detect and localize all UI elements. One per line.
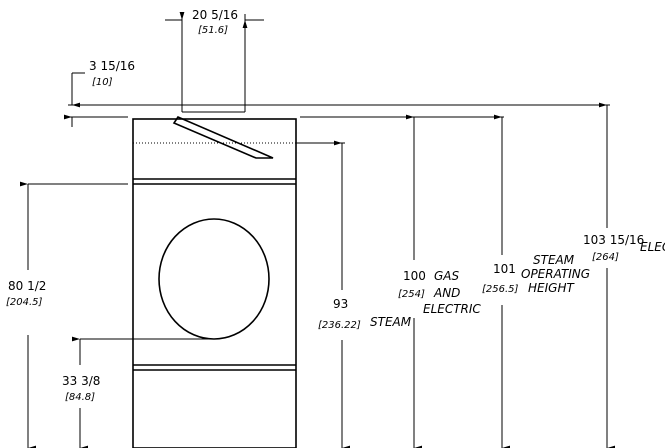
gas-electric-value: 100 [403, 269, 426, 283]
door-center-value: 33 3/8 [62, 374, 100, 388]
gas-electric-dimension: 100 [254] GAS AND ELECTRIC [398, 114, 481, 448]
top-offset-value: 3 15/16 [89, 59, 135, 73]
door-center-dimension: 33 3/8 [84.8] [62, 336, 214, 448]
gas-electric-note-2: AND [433, 286, 460, 300]
machine-outline [132, 116, 297, 448]
steam-height-note: STEAM [370, 315, 412, 329]
top-gap-metric: [51.6] [198, 25, 228, 36]
left-height-dimension: 80 1/2 [204.5] [6, 181, 128, 448]
max-height-value: 103 15/16 [583, 233, 644, 247]
steam-operating-dimension: 101 [256.5] STEAM OPERATING HEIGHT [482, 114, 590, 448]
steam-height-metric: [236.22] [318, 320, 361, 331]
gas-electric-metric: [254] [398, 289, 425, 300]
gas-electric-note-1: GAS [434, 269, 460, 283]
steam-height-value: 93 [333, 297, 348, 311]
max-height-note: ELEC [640, 240, 665, 254]
steam-operating-metric: [256.5] [482, 284, 519, 295]
steam-operating-value: 101 [493, 262, 516, 276]
steam-operating-note-1: STEAM [533, 253, 575, 267]
top-gap-value: 20 5/16 [192, 8, 238, 22]
max-height-dimension: 103 15/16 [264] ELEC [583, 102, 665, 448]
top-offset-dimension: 3 15/16 [10] [64, 59, 610, 127]
steam-height-dimension: 93 [236.22] STEAM [296, 140, 412, 448]
machine-body [132, 118, 297, 448]
door-center-metric: [84.8] [65, 392, 95, 403]
max-height-metric: [264] [592, 252, 619, 263]
gas-electric-note-3: ELECTRIC [423, 302, 481, 316]
steam-operating-note-3: HEIGHT [528, 281, 575, 295]
steam-operating-note-2: OPERATING [521, 267, 590, 281]
door-ellipse [158, 218, 270, 340]
top-gap-dimension: 20 5/16 [51.6] [165, 8, 264, 113]
left-height-metric: [204.5] [6, 297, 43, 308]
top-offset-metric: [10] [92, 77, 113, 88]
left-height-value: 80 1/2 [8, 279, 46, 293]
top-vent-part [172, 116, 274, 159]
